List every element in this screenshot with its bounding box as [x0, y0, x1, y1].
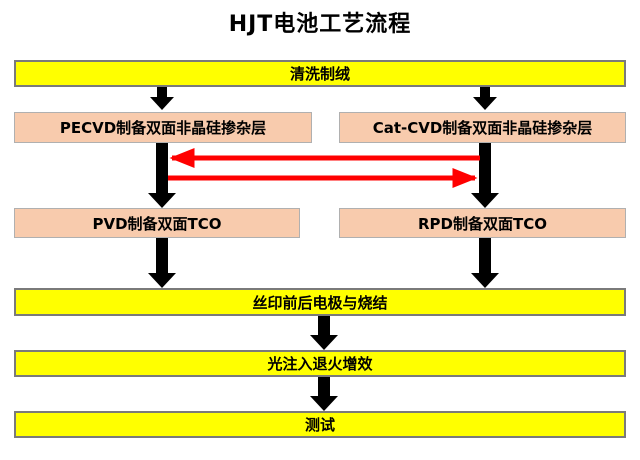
- arrow-texturing-to-catcvd: [473, 87, 497, 110]
- step-pecvd-label: PECVD制备双面非晶硅掺杂层: [59, 119, 267, 137]
- diagram-title: HJT电池工艺流程: [228, 12, 412, 37]
- arrow-metallization-to-annealing: [310, 316, 338, 350]
- step-testing: 测试: [14, 411, 626, 438]
- step-testing-label: 测试: [304, 416, 335, 434]
- step-annealing: 光注入退火增效: [14, 350, 626, 377]
- step-texturing: 清洗制绒: [14, 60, 626, 87]
- step-catcvd-label: Cat-CVD制备双面非晶硅掺杂层: [372, 119, 593, 137]
- step-pvd-tco-label: PVD制备双面TCO: [92, 214, 222, 233]
- arrow-rpd-to-metallization: [471, 238, 499, 288]
- step-texturing-label: 清洗制绒: [289, 65, 350, 83]
- arrow-texturing-to-pecvd: [150, 87, 174, 110]
- arrow-annealing-to-testing: [310, 377, 338, 411]
- step-annealing-label: 光注入退火增效: [267, 355, 373, 373]
- step-metallization-label: 丝印前后电极与烧结: [252, 293, 388, 312]
- arrow-pvd-to-metallization: [148, 238, 176, 288]
- step-pvd-tco: PVD制备双面TCO: [14, 208, 300, 238]
- step-pecvd: PECVD制备双面非晶硅掺杂层: [14, 112, 312, 143]
- arrow-catcvd-to-rpd: [471, 143, 499, 208]
- step-rpd-tco: RPD制备双面TCO: [339, 208, 626, 238]
- step-rpd-tco-label: RPD制备双面TCO: [418, 214, 547, 233]
- step-catcvd: Cat-CVD制备双面非晶硅掺杂层: [339, 112, 626, 143]
- step-metallization: 丝印前后电极与烧结: [14, 288, 626, 316]
- arrow-pecvd-to-pvd: [148, 143, 176, 208]
